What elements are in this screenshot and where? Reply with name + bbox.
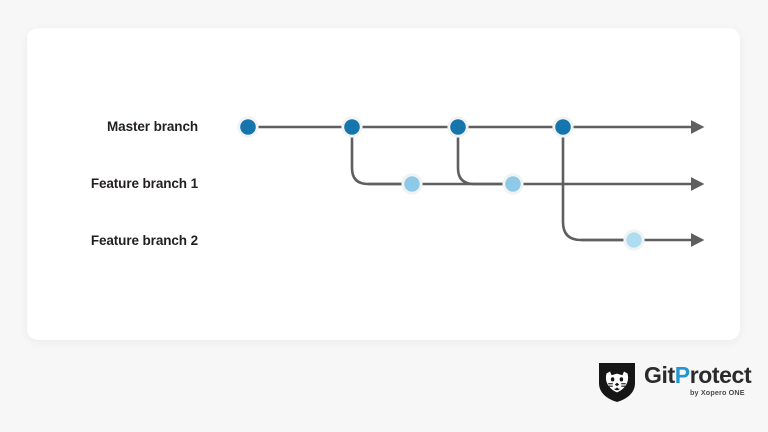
logo-tagline: by Xopero ONE <box>690 388 745 397</box>
lion-shield-icon <box>599 363 635 402</box>
logo-word-git: Git <box>644 362 675 388</box>
branch-label-feature-1: Feature branch 1 <box>90 176 198 191</box>
branch-label-feature-2: Feature branch 2 <box>90 233 198 248</box>
logo-word-rotect: rotect <box>689 362 752 388</box>
branch-label-master: Master branch <box>107 119 198 134</box>
gitprotect-logo: GitProtect by Xopero ONE <box>597 361 752 403</box>
logo-wordmark: GitProtect <box>644 362 752 388</box>
logo-word-p: P <box>674 362 690 388</box>
